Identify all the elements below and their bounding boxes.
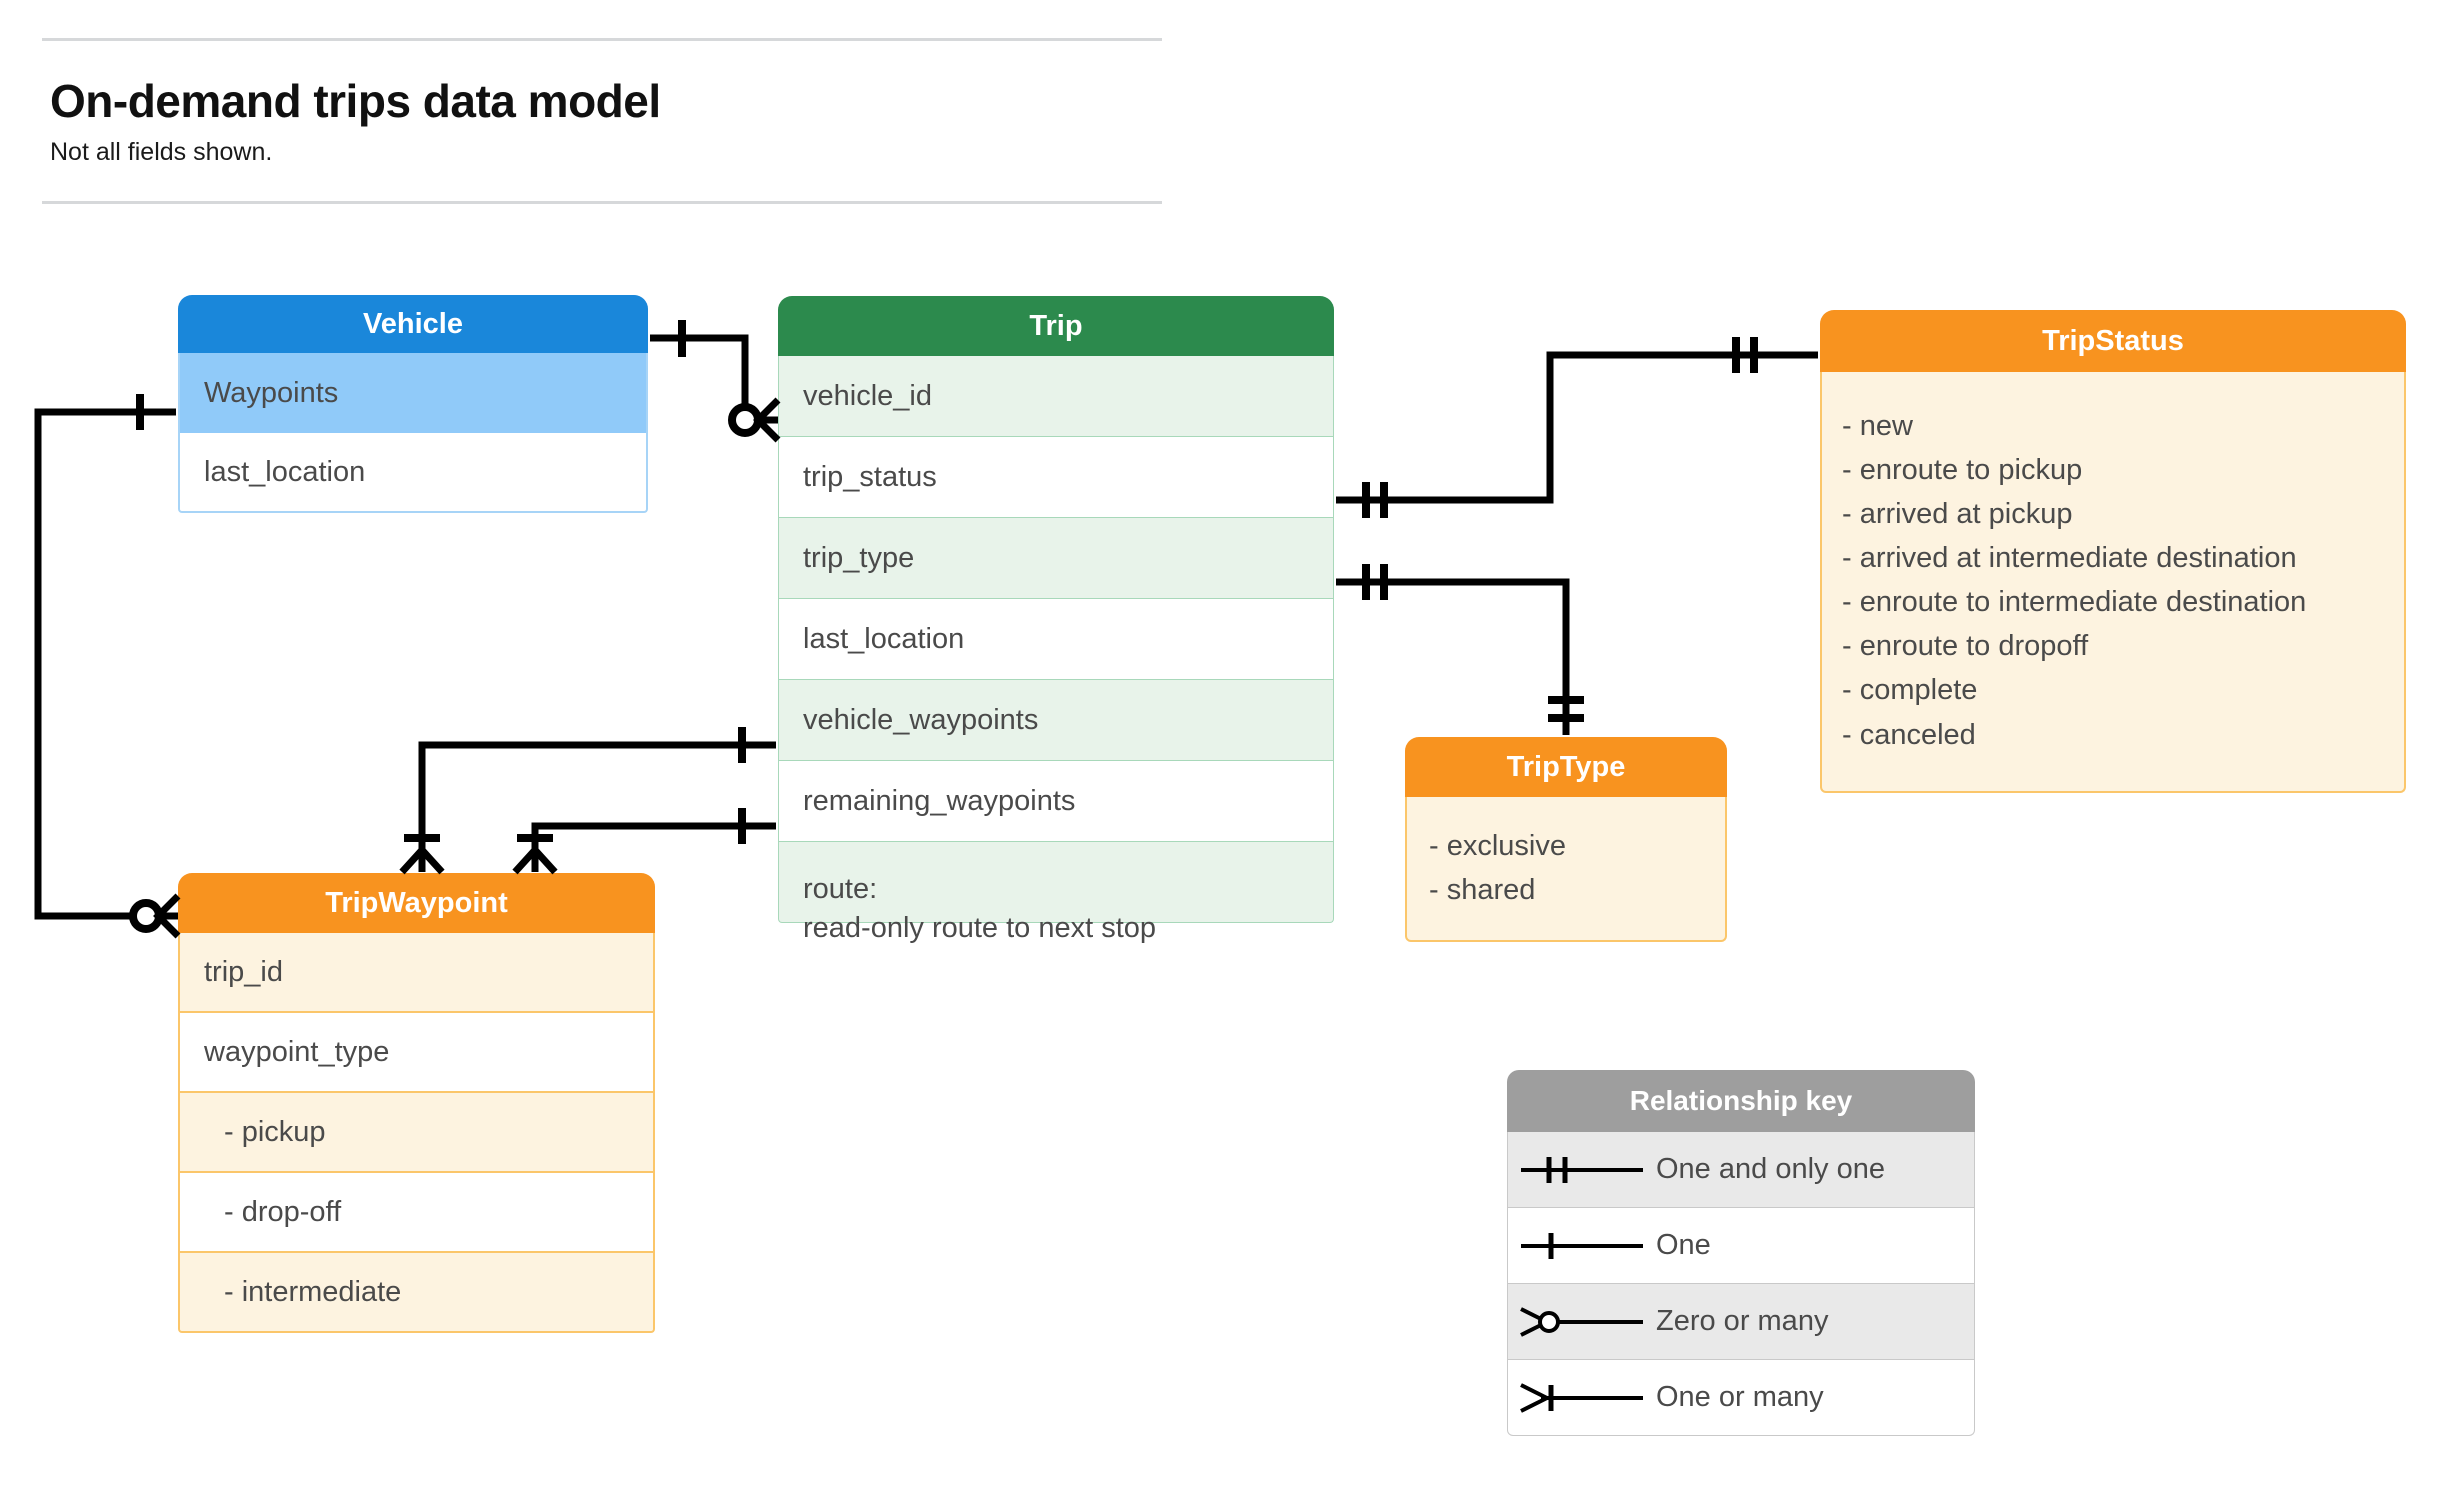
one-icon bbox=[1508, 1229, 1656, 1263]
enum-item: - enroute to pickup bbox=[1842, 454, 2083, 487]
connector-remaining-waypoints-field-to-trip-waypoint bbox=[512, 808, 776, 875]
field-vehicle-waypoints[interactable]: Waypoints bbox=[178, 353, 648, 433]
header: On-demand trips data model Not all field… bbox=[42, 38, 1162, 204]
enum-item: - shared bbox=[1429, 873, 1536, 906]
zero-or-many-icon bbox=[1508, 1305, 1656, 1339]
enum-item: - complete bbox=[1842, 674, 1978, 707]
field-trip-route-description: read-only route to next stop bbox=[803, 912, 1157, 945]
entity-trip-waypoint[interactable]: TripWaypoint trip_id waypoint_type - pic… bbox=[178, 873, 655, 1333]
header-bottom-rule bbox=[42, 200, 1162, 204]
field-trip-vehicle-waypoints[interactable]: vehicle_waypoints bbox=[778, 680, 1334, 761]
field-trip-vehicle-id[interactable]: vehicle_id bbox=[778, 356, 1334, 437]
field-trip-waypoint-intermediate[interactable]: - intermediate bbox=[178, 1253, 655, 1333]
entity-trip-status-values: - new - enroute to pickup - arrived at p… bbox=[1820, 372, 2406, 793]
enum-item: - new bbox=[1842, 410, 1913, 442]
page-subtitle: Not all fields shown. bbox=[50, 137, 273, 166]
enum-item: - arrived at pickup bbox=[1842, 498, 2073, 531]
field-trip-waypoint-trip-id[interactable]: trip_id bbox=[178, 933, 655, 1013]
field-trip-waypoint-waypoint-type[interactable]: waypoint_type bbox=[178, 1013, 655, 1093]
header-top-rule bbox=[42, 38, 1162, 41]
field-trip-remaining-waypoints[interactable]: remaining_waypoints bbox=[778, 761, 1334, 842]
entity-trip-title: Trip bbox=[778, 296, 1334, 356]
one-or-many-icon bbox=[1508, 1381, 1656, 1415]
field-trip-trip-type[interactable]: trip_type bbox=[778, 518, 1334, 599]
legend-row-one-and-only-one: One and only one bbox=[1507, 1132, 1975, 1208]
entity-vehicle-title: Vehicle bbox=[178, 295, 648, 353]
legend-title: Relationship key bbox=[1507, 1070, 1975, 1132]
page-title: On-demand trips data model bbox=[50, 75, 661, 127]
connector-trip-status-to-trip-status-entity bbox=[1336, 337, 1818, 518]
enum-item: - canceled bbox=[1842, 718, 1976, 751]
entity-trip-type-values: - exclusive - shared bbox=[1405, 797, 1727, 942]
entity-trip-status[interactable]: TripStatus - new - enroute to pickup - a… bbox=[1820, 310, 2406, 793]
field-trip-trip-status[interactable]: trip_status bbox=[778, 437, 1334, 518]
field-trip-route[interactable]: route: read-only route to next stop bbox=[778, 842, 1334, 944]
entity-trip[interactable]: Trip vehicle_id trip_status trip_type la… bbox=[778, 296, 1334, 944]
field-trip-route-label: route: bbox=[803, 873, 878, 905]
enum-item: - arrived at intermediate destination bbox=[1842, 542, 2297, 575]
entity-trip-status-title: TripStatus bbox=[1820, 310, 2406, 372]
legend-label: One bbox=[1656, 1229, 1711, 1261]
enum-item: - enroute to dropoff bbox=[1842, 630, 2089, 663]
connector-vehicle-waypoints-to-trip-waypoint bbox=[34, 394, 181, 939]
legend-row-zero-or-many: Zero or many bbox=[1507, 1284, 1975, 1360]
field-trip-last-location[interactable]: last_location bbox=[778, 599, 1334, 680]
field-trip-waypoint-drop-off[interactable]: - drop-off bbox=[178, 1173, 655, 1253]
entity-vehicle[interactable]: Vehicle Waypoints last_location bbox=[178, 295, 648, 513]
legend-row-one: One bbox=[1507, 1208, 1975, 1284]
entity-trip-waypoint-title: TripWaypoint bbox=[178, 873, 655, 933]
enum-item: - enroute to intermediate destination bbox=[1842, 586, 2307, 619]
relationship-key-legend: Relationship key One and only one One bbox=[1507, 1070, 1975, 1436]
legend-label: One and only one bbox=[1656, 1153, 1885, 1185]
entity-trip-type[interactable]: TripType - exclusive - shared bbox=[1405, 737, 1727, 942]
entity-trip-type-title: TripType bbox=[1405, 737, 1727, 797]
field-vehicle-last-location[interactable]: last_location bbox=[178, 433, 648, 513]
field-trip-waypoint-pickup[interactable]: - pickup bbox=[178, 1093, 655, 1173]
enum-item: - exclusive bbox=[1429, 830, 1566, 862]
connector-vehicle-to-trip bbox=[650, 320, 781, 443]
legend-label: Zero or many bbox=[1656, 1305, 1829, 1337]
connector-trip-type-to-trip-type-entity bbox=[1336, 564, 1584, 735]
one-and-only-one-icon bbox=[1508, 1153, 1656, 1187]
legend-label: One or many bbox=[1656, 1381, 1824, 1413]
legend-row-one-or-many: One or many bbox=[1507, 1360, 1975, 1436]
connector-vehicle-waypoints-field-to-trip-waypoint bbox=[399, 727, 776, 875]
